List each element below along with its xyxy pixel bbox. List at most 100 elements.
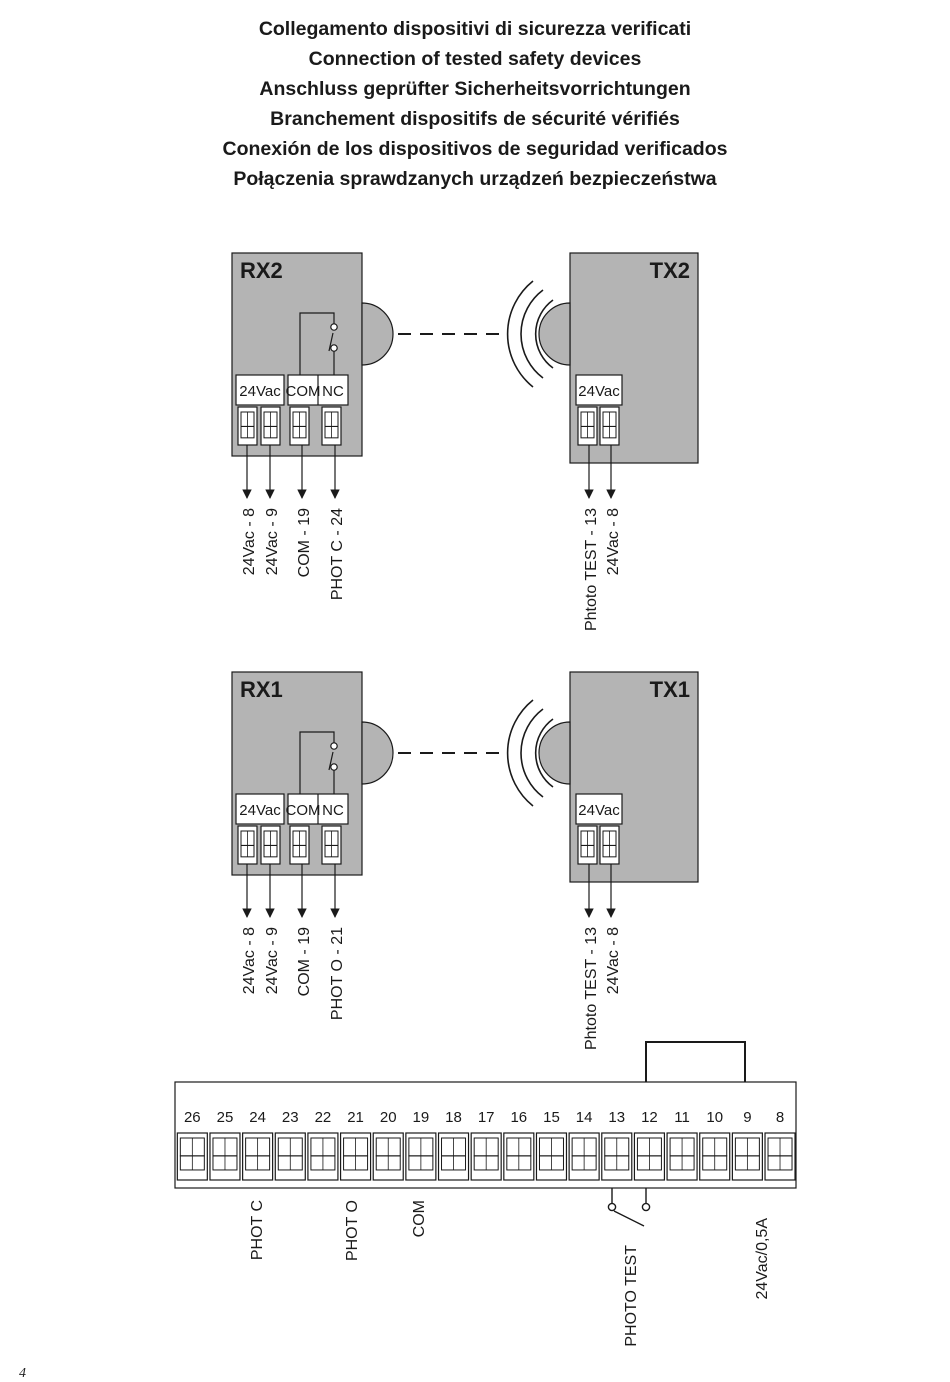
- tx1-wire-label-test: Phtoto TEST - 13: [583, 927, 600, 1050]
- screw-terminal: [260, 825, 281, 865]
- terminal-number: 15: [543, 1109, 560, 1126]
- terminal-number: 12: [641, 1109, 658, 1126]
- terminal-number: 16: [510, 1109, 527, 1126]
- tx2-wires: [584, 445, 616, 499]
- terminal-number: 24: [249, 1109, 266, 1126]
- rx2-lens: [361, 302, 394, 366]
- rx2-wires: [242, 445, 340, 499]
- terminal-number: 26: [184, 1109, 201, 1126]
- pair-2: RX2 24Vac COM NC TX2: [231, 252, 699, 631]
- title-spanish: Conexión de los dispositivos de segurida…: [222, 138, 728, 160]
- tx2-wire-label-8: 24Vac - 8: [605, 508, 622, 575]
- tx2-screw-terminals: [577, 406, 620, 446]
- tx1-lens: [538, 721, 571, 785]
- tx1-screw-terminals: [577, 825, 620, 865]
- rx2-screw-terminals: [237, 406, 342, 446]
- rx1-wire-label-8: 24Vac - 8: [241, 927, 258, 994]
- rx1-lens: [361, 721, 394, 785]
- terminal-number: 13: [608, 1109, 625, 1126]
- rx1-terminal-nc: NC: [322, 802, 344, 819]
- tx2-wire-label-test: Phtoto TEST - 13: [583, 508, 600, 631]
- terminal-number: 8: [776, 1109, 784, 1126]
- screw-terminal: [321, 825, 342, 865]
- terminal-number: 9: [743, 1109, 751, 1126]
- screw-terminal: [577, 825, 598, 865]
- terminal-number: 20: [380, 1109, 397, 1126]
- terminal-number: 25: [217, 1109, 234, 1126]
- title-german: Anschluss geprüfter Sicherheitsvorrichtu…: [259, 78, 691, 100]
- tx2-lens: [538, 302, 571, 366]
- screw-terminal: [577, 406, 598, 446]
- rx1-label: RX1: [240, 677, 283, 702]
- screw-terminal: [535, 1132, 568, 1181]
- terminal-number: 10: [706, 1109, 723, 1126]
- screw-terminal: [599, 406, 620, 446]
- board-label-phot-c: PHOT C: [249, 1200, 266, 1260]
- pair-1: RX1 24Vac COM NC TX1 24Vac: [231, 671, 699, 1050]
- screw-terminal: [242, 1132, 274, 1181]
- screw-terminal: [601, 1132, 633, 1181]
- rx1-wires: [242, 864, 340, 918]
- rx2-relay-contact: [299, 312, 338, 380]
- screw-terminal: [209, 1132, 241, 1181]
- screw-terminal: [289, 825, 310, 865]
- tx1-terminal-block: 24Vac: [575, 793, 623, 865]
- screw-terminal: [176, 1132, 208, 1181]
- rx1-wire-label-9: 24Vac - 9: [264, 927, 281, 994]
- rx1-relay-contact: [299, 731, 338, 799]
- terminal-number: 23: [282, 1109, 299, 1126]
- rx1-terminal-block: 24Vac COM NC: [235, 793, 349, 865]
- screw-terminal: [666, 1132, 698, 1181]
- screw-terminal: [470, 1132, 502, 1181]
- board-label-power: 24Vac/0,5A: [754, 1218, 771, 1300]
- screw-terminal: [633, 1132, 666, 1181]
- terminal-number: 11: [674, 1109, 690, 1126]
- tx1-label: TX1: [650, 677, 690, 702]
- screw-terminal: [731, 1132, 763, 1181]
- rx2-terminal-nc: NC: [322, 383, 344, 400]
- board-label-phot-o: PHOT O: [344, 1200, 361, 1261]
- tx1-wires: [584, 864, 616, 918]
- screw-terminal: [237, 406, 258, 446]
- terminal-number: 19: [413, 1109, 430, 1126]
- screw-terminal: [405, 1132, 437, 1181]
- screw-terminal: [503, 1132, 535, 1181]
- rx2-wire-label-com: COM - 19: [296, 508, 313, 577]
- rx2-terminal-com: COM: [286, 383, 321, 400]
- rx2-wire-label-8: 24Vac - 8: [241, 508, 258, 575]
- board-label-photo-test: PHOTO TEST: [623, 1245, 640, 1347]
- rx1-terminal-24vac: 24Vac: [239, 802, 281, 819]
- tx2-terminal-24vac: 24Vac: [578, 383, 620, 400]
- tx1-emission-waves: [506, 699, 554, 807]
- title-block: Collegamento dispositivi di sicurezza ve…: [0, 14, 950, 194]
- page-number: 4: [19, 1366, 26, 1381]
- tx2-emission-waves: [506, 280, 554, 388]
- title-english: Connection of tested safety devices: [308, 48, 642, 70]
- tx2-label: TX2: [650, 258, 690, 283]
- jumper-12-9: [645, 1041, 746, 1082]
- rx2-terminal-block: 24Vac COM NC: [235, 374, 349, 446]
- terminal-number: 22: [315, 1109, 332, 1126]
- screw-terminal: [260, 406, 281, 446]
- terminal-number: 21: [347, 1109, 364, 1126]
- screw-terminal: [274, 1132, 306, 1181]
- tx1-wire-label-8: 24Vac - 8: [605, 927, 622, 994]
- rx2-wire-label-9: 24Vac - 9: [264, 508, 281, 575]
- rx2-terminal-24vac: 24Vac: [239, 383, 281, 400]
- rx1-terminal-com: COM: [286, 802, 321, 819]
- screw-terminal: [372, 1132, 404, 1181]
- terminal-number: 14: [576, 1109, 593, 1126]
- screw-terminal: [289, 406, 310, 446]
- screw-terminal: [599, 825, 620, 865]
- rx2-wire-label-phot-c: PHOT C - 24: [329, 508, 346, 600]
- photo-test-switch: [607, 1188, 651, 1227]
- screw-terminal: [307, 1132, 339, 1181]
- terminal-number: 17: [478, 1109, 495, 1126]
- screw-terminal: [321, 406, 342, 446]
- title-italian: Collegamento dispositivi di sicurezza ve…: [258, 18, 692, 40]
- screw-terminal: [237, 825, 258, 865]
- rx1-wire-label-com: COM - 19: [296, 927, 313, 996]
- screw-terminal: [339, 1132, 372, 1181]
